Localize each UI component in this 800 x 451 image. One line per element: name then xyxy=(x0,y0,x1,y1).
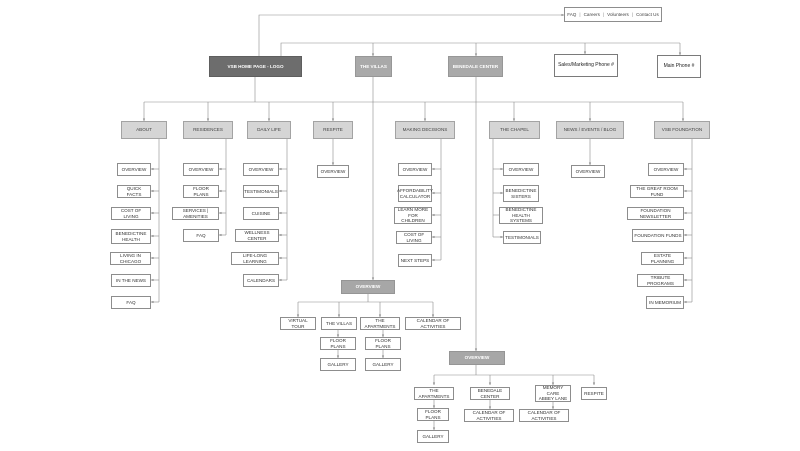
residences-item-overview[interactable]: OVERVIEW xyxy=(183,163,219,176)
about-item-benedictine-health[interactable]: BENEDICTINE HEALTH xyxy=(111,229,151,244)
connector-line xyxy=(280,42,680,56)
daily-life-item-calendars[interactable]: CALENDARS xyxy=(243,274,279,287)
villas-overview-node[interactable]: OVERVIEW xyxy=(341,280,395,294)
chapel-item-sisters[interactable]: BENEDICTINE SISTERS xyxy=(503,185,539,202)
nav-separator: | xyxy=(602,12,605,17)
decisions-item-cost-of-living[interactable]: COST OF LIVING xyxy=(396,231,432,244)
daily-life-item-overview[interactable]: OVERVIEW xyxy=(243,163,279,176)
decisions-item-calculator[interactable]: AFFORDABILITY CALCULATOR xyxy=(397,185,433,202)
apartments-floor-plans[interactable]: FLOOR PLANS xyxy=(365,337,401,350)
nav-separator: | xyxy=(579,12,581,17)
about-item-overview[interactable]: OVERVIEW xyxy=(117,163,151,176)
villas-gallery[interactable]: GALLERY xyxy=(320,358,356,371)
benedale-overview-node[interactable]: OVERVIEW xyxy=(449,351,505,365)
villas-node[interactable]: THE VILLAS xyxy=(355,56,392,77)
news-item-overview[interactable]: OVERVIEW xyxy=(571,165,605,178)
about-item-quick-facts[interactable]: QUICK FACTS xyxy=(117,185,151,198)
about-item-cost-of-living[interactable]: COST OF LIVING xyxy=(111,207,151,220)
benedale-the-apartments[interactable]: THE APARTMENTS xyxy=(414,387,454,400)
decisions-item-children[interactable]: LEARN MORE FOR CHILDREN xyxy=(394,207,432,224)
about-item-in-the-news[interactable]: IN THE NEWS xyxy=(111,274,151,287)
foundation-item-estate-planning[interactable]: ESTATE PLANNING xyxy=(641,252,684,265)
sales-phone-node: Sales/Marketing Phone # xyxy=(554,54,618,77)
connector-line xyxy=(258,13,565,56)
nav-separator: | xyxy=(631,12,634,17)
foundation-item-newsletter[interactable]: FOUNDATION NEWSLETTER xyxy=(627,207,684,220)
faq-link[interactable]: FAQ xyxy=(567,12,577,17)
benedale-center-calendar[interactable]: CALENDAR OF ACTIVITIES xyxy=(464,409,514,422)
section-respite[interactable]: RESPITE xyxy=(313,121,353,139)
section-about[interactable]: ABOUT xyxy=(121,121,167,139)
villas-the-villas[interactable]: THE VILLAS xyxy=(321,317,357,330)
residences-item-services[interactable]: SERVICES | AMENITIES xyxy=(172,207,219,220)
villas-virtual-tour[interactable]: VIRTUAL TOUR xyxy=(280,317,316,330)
about-item-living-in-chicago[interactable]: LIVING IN CHICAGO xyxy=(110,252,151,265)
benedale-center-node[interactable]: BENEDALE CENTER xyxy=(448,56,503,77)
foundation-item-funds[interactable]: FOUNDATION FUNDS xyxy=(632,229,684,242)
decisions-item-overview[interactable]: OVERVIEW xyxy=(398,163,432,176)
section-making-decisions[interactable]: MAKING DECISIONS xyxy=(395,121,455,139)
daily-life-item-testimonials[interactable]: TESTIMONIALS xyxy=(243,185,279,198)
villas-the-apartments[interactable]: THE APARTMENTS xyxy=(360,317,400,330)
daily-life-item-cuisine[interactable]: CUISINE xyxy=(243,207,279,220)
foundation-item-in-memorium[interactable]: IN MEMORIUM xyxy=(646,296,684,309)
chapel-item-health-systems[interactable]: BENEDICTINE HEALTH SYSTEMS xyxy=(499,207,543,224)
careers-link[interactable]: Careers xyxy=(583,12,600,17)
benedale-gallery[interactable]: GALLERY xyxy=(417,430,449,443)
section-news[interactable]: NEWS / EVENTS / BLOG xyxy=(556,121,624,139)
benedale-center-item[interactable]: BENEDALE CENTER xyxy=(470,387,510,400)
utility-nav-box: FAQ | Careers | Volunteers | Contact Us xyxy=(564,7,662,22)
villas-calendar[interactable]: CALENDAR OF ACTIVITIES xyxy=(405,317,461,330)
main-phone-node: Main Phone # xyxy=(657,55,701,78)
chapel-item-testimonials[interactable]: TESTIMONIALS xyxy=(503,231,541,244)
villas-floor-plans[interactable]: FLOOR PLANS xyxy=(320,337,356,350)
foundation-item-tribute[interactable]: TRIBUTE PROGRAMS xyxy=(637,274,684,287)
residences-item-floor-plans[interactable]: FLOOR PLANS xyxy=(183,185,219,198)
benedale-respite[interactable]: RESPITE xyxy=(581,387,607,400)
volunteers-link[interactable]: Volunteers xyxy=(607,12,629,17)
foundation-item-great-room-fund[interactable]: THE GREAT ROOM FUND xyxy=(630,185,684,198)
section-daily-life[interactable]: DAILY LIFE xyxy=(247,121,291,139)
benedale-memory-care[interactable]: MEMORY CARE ABBEY LANE xyxy=(535,385,571,402)
benedale-floor-plans[interactable]: FLOOR PLANS xyxy=(417,408,449,421)
contact-link[interactable]: Contact Us xyxy=(636,12,659,17)
section-foundation[interactable]: VSB FOUNDATION xyxy=(654,121,710,139)
section-residences[interactable]: RESIDENCES xyxy=(183,121,233,139)
residences-item-faq[interactable]: FAQ xyxy=(183,229,219,242)
decisions-item-next-steps[interactable]: NEXT STEPS xyxy=(398,254,432,267)
daily-life-item-learning[interactable]: LIFE-LONG LEARNING xyxy=(231,252,279,265)
about-item-faq[interactable]: FAQ xyxy=(111,296,151,309)
daily-life-item-wellness[interactable]: WELLNESS CENTER xyxy=(235,229,279,242)
foundation-item-overview[interactable]: OVERVIEW xyxy=(648,163,684,176)
respite-item-overview[interactable]: OVERVIEW xyxy=(317,165,349,178)
chapel-item-overview[interactable]: OVERVIEW xyxy=(503,163,539,176)
home-page-node[interactable]: VSB HOME PAGE - LOGO xyxy=(209,56,302,77)
apartments-gallery[interactable]: GALLERY xyxy=(365,358,401,371)
section-chapel[interactable]: THE CHAPEL xyxy=(489,121,540,139)
memory-care-calendar[interactable]: CALENDAR OF ACTIVITIES xyxy=(519,409,569,422)
